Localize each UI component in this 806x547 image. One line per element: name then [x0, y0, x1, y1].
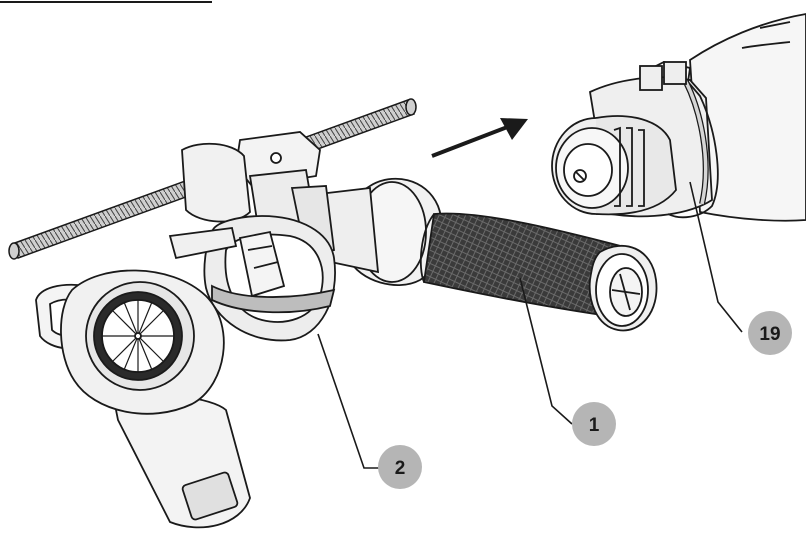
- callout-label-19: 19: [759, 324, 780, 345]
- drill-chuck: [551, 76, 713, 218]
- drill-body: [689, 13, 806, 222]
- callout-label-2: 2: [395, 458, 406, 479]
- callout-circle: [378, 445, 422, 489]
- callout-2: 2: [378, 445, 422, 489]
- dust-extractor: [35, 227, 251, 529]
- callout-label-1: 1: [589, 415, 600, 436]
- callout-19: 19: [748, 311, 792, 355]
- clamp-assembly: [181, 131, 336, 342]
- callout-circle: [572, 402, 616, 446]
- callout-1: 1: [572, 402, 616, 446]
- callout-circle: [748, 311, 792, 355]
- direction-arrow: [431, 118, 528, 158]
- leader-line-1: [519, 277, 573, 425]
- leader-line-19: [689, 181, 743, 333]
- leader-line-2: [317, 333, 384, 469]
- leader-lines: [317, 181, 743, 469]
- drill-collar-ring: [639, 61, 719, 219]
